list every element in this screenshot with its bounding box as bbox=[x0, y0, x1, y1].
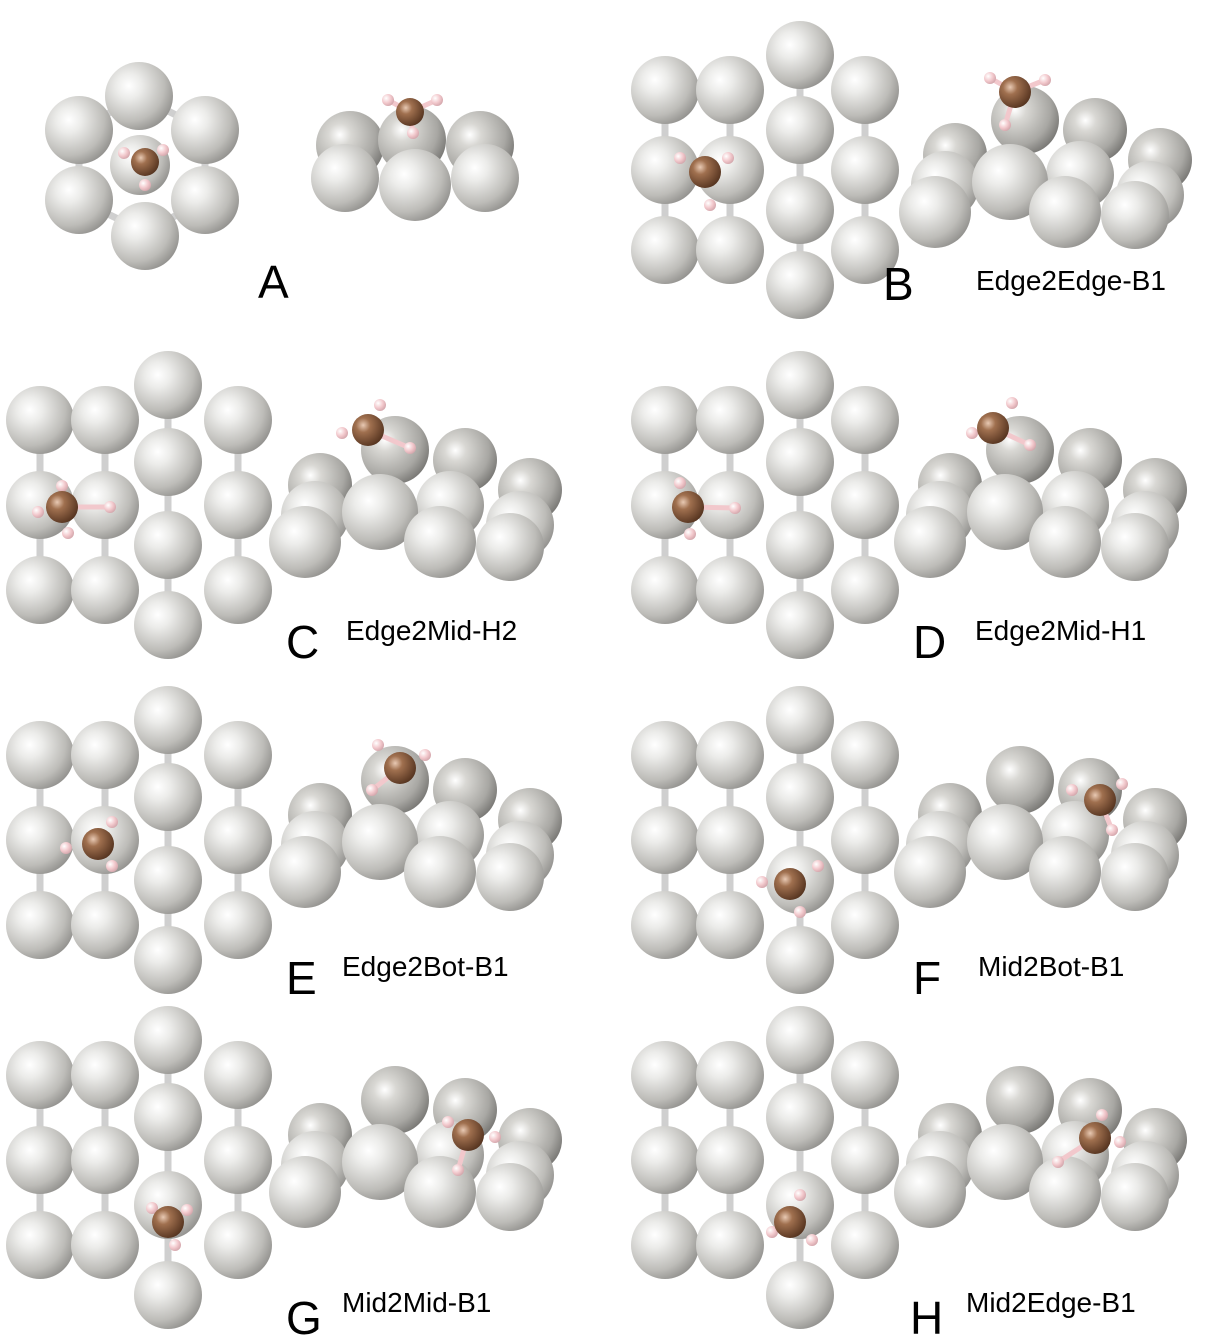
cluster-atoms-b bbox=[631, 21, 899, 319]
panel-letter-c: C bbox=[286, 616, 319, 668]
adsorbate-a-top bbox=[118, 144, 169, 191]
panel-b: B Edge2Edge-B1 bbox=[631, 21, 1192, 319]
adsorbate-d-side bbox=[966, 397, 1036, 451]
adsorbate-e-top bbox=[60, 816, 118, 872]
adsorbate-e-side bbox=[366, 739, 431, 796]
cluster-side-view-g bbox=[269, 1066, 562, 1231]
panel-letter-a: A bbox=[258, 256, 289, 308]
cluster-side-view-c bbox=[269, 416, 562, 581]
cluster-atoms-d bbox=[631, 351, 899, 659]
adsorbate-c-top bbox=[32, 480, 116, 539]
adsorbate-f-side bbox=[1066, 778, 1128, 836]
panel-name-c: Edge2Mid-H2 bbox=[346, 615, 517, 646]
cluster-atoms-h bbox=[631, 1006, 899, 1329]
panel-a: A bbox=[45, 62, 519, 308]
cluster-side-view-b bbox=[899, 86, 1192, 249]
panel-e: E Edge2Bot-B1 bbox=[6, 686, 562, 1004]
panel-name-h: Mid2Edge-B1 bbox=[966, 1287, 1136, 1318]
adsorbate-b-top bbox=[674, 152, 734, 211]
panel-name-f: Mid2Bot-B1 bbox=[978, 951, 1124, 982]
panel-letter-g: G bbox=[286, 1292, 322, 1337]
cluster-side-view-a bbox=[311, 106, 519, 221]
panel-h: H Mid2Edge-B1 bbox=[631, 1006, 1187, 1337]
cluster-atoms-g bbox=[6, 1006, 272, 1329]
panel-letter-d: D bbox=[913, 616, 946, 668]
adsorbate-g-side bbox=[442, 1116, 501, 1176]
adsorbate-f-top bbox=[756, 860, 824, 918]
adsorbate-d-top bbox=[672, 477, 741, 540]
cluster-side-view-h bbox=[894, 1066, 1187, 1231]
cluster-atoms-c bbox=[6, 351, 272, 659]
panel-name-e: Edge2Bot-B1 bbox=[342, 951, 509, 982]
cluster-side-view-e bbox=[269, 746, 562, 911]
adsorbate-b-side bbox=[984, 72, 1051, 131]
cluster-side-view-f bbox=[894, 746, 1187, 911]
panel-name-b: Edge2Edge-B1 bbox=[976, 265, 1166, 296]
panel-letter-b: B bbox=[883, 258, 914, 310]
cluster-side-view-d bbox=[894, 416, 1187, 581]
panel-g: G Mid2Mid-B1 bbox=[6, 1006, 562, 1337]
panel-letter-e: E bbox=[286, 952, 317, 1004]
panel-letter-h: H bbox=[910, 1292, 943, 1337]
panel-d: D Edge2Mid-H1 bbox=[631, 351, 1187, 668]
adsorbate-a-side bbox=[382, 94, 443, 139]
adsorbate-h-top bbox=[766, 1189, 818, 1246]
adsorbate-h-side bbox=[1052, 1109, 1126, 1168]
panel-name-d: Edge2Mid-H1 bbox=[975, 615, 1146, 646]
panel-letter-f: F bbox=[913, 952, 941, 1004]
panel-f: F Mid2Bot-B1 bbox=[631, 686, 1187, 1004]
adsorbate-g-top bbox=[146, 1202, 193, 1251]
adsorbate-c-side bbox=[336, 399, 416, 454]
panel-name-g: Mid2Mid-B1 bbox=[342, 1287, 491, 1318]
panel-c: C Edge2Mid-H2 bbox=[6, 351, 562, 668]
cluster-atoms-f bbox=[631, 686, 899, 994]
cluster-atoms-e bbox=[6, 686, 272, 994]
